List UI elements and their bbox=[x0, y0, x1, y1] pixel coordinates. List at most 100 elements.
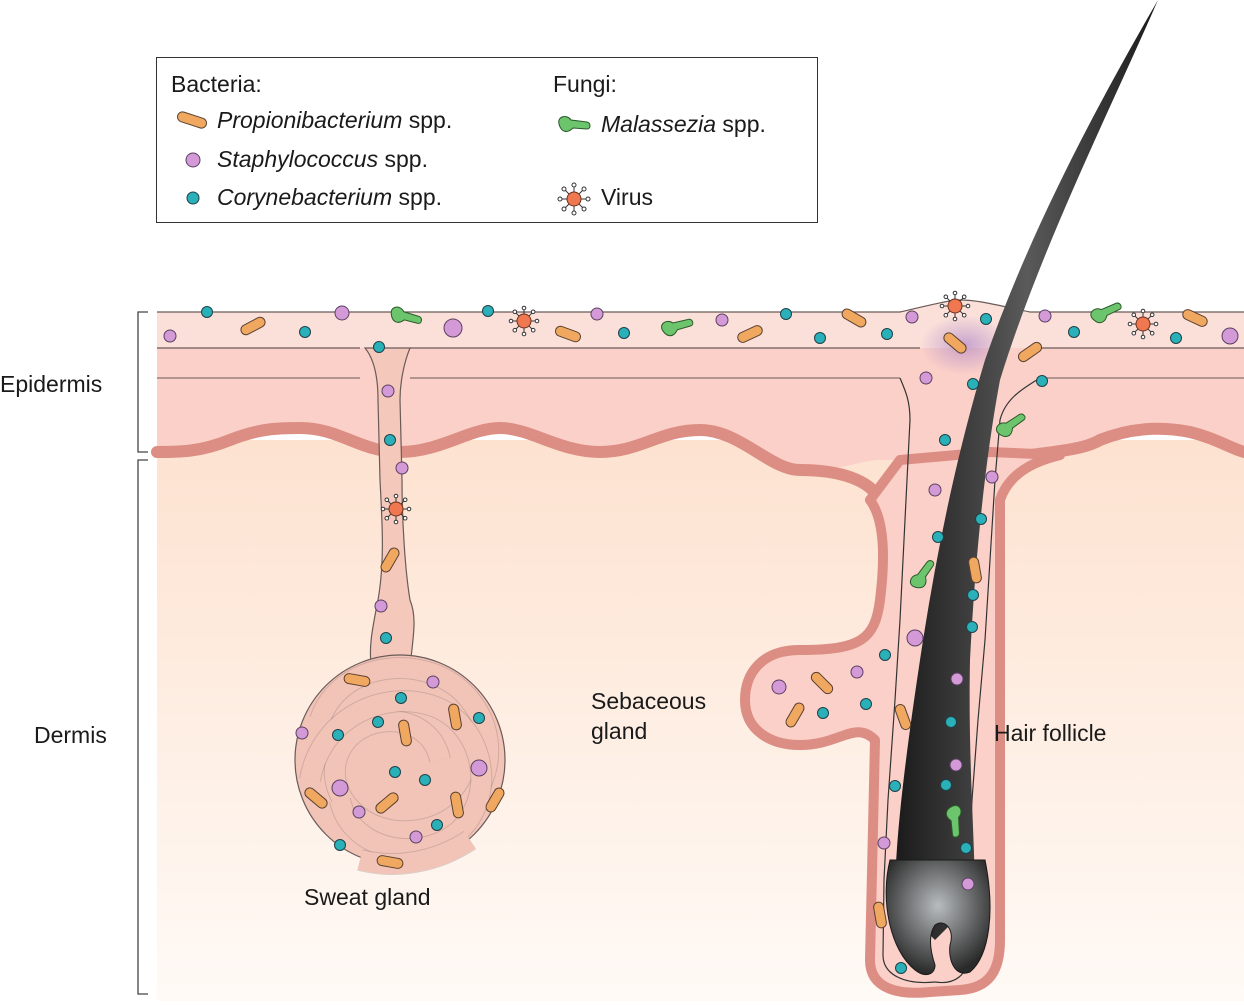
virus-icon bbox=[380, 493, 412, 525]
legend-item-propionibacterium: Propionibacterium spp. bbox=[217, 107, 453, 133]
rod-bacterium-icon bbox=[841, 308, 867, 328]
coryne-bacterium-icon bbox=[1036, 375, 1048, 387]
coryne-bacterium-icon bbox=[940, 779, 952, 791]
yeast-fungus-icon bbox=[390, 306, 422, 324]
coryne-bacterium-icon bbox=[373, 341, 385, 353]
rod-bacterium-icon bbox=[485, 787, 505, 813]
coccus-bacterium-icon bbox=[850, 665, 864, 679]
coccus-bacterium-icon bbox=[163, 329, 177, 343]
coccus-bacterium-icon bbox=[374, 599, 388, 613]
stratum-corneum bbox=[157, 300, 1244, 348]
rod-bacterium-icon bbox=[398, 719, 412, 747]
rod-bacterium-icon bbox=[943, 332, 967, 354]
rod-bacterium-icon bbox=[894, 703, 912, 731]
coccus-bacterium-icon bbox=[409, 830, 423, 844]
coryne-bacterium-icon bbox=[473, 712, 485, 724]
dermis-bracket bbox=[137, 459, 148, 995]
rod-bacterium-icon bbox=[304, 787, 328, 809]
coccus-bacterium-icon bbox=[961, 877, 975, 891]
rod-bacterium-icon bbox=[1017, 341, 1043, 363]
coccus-bacterium-icon bbox=[295, 726, 309, 740]
coryne-bacterium-icon bbox=[334, 839, 346, 851]
rod-bacterium-icon bbox=[448, 703, 462, 731]
rod-bacterium-icon bbox=[240, 316, 266, 336]
coccus-bacterium-icon bbox=[715, 313, 729, 327]
coryne-bacterium-icon bbox=[817, 707, 829, 719]
dermo-epidermal-junction bbox=[151, 421, 886, 506]
coryne-bacterium-icon bbox=[881, 328, 893, 340]
sweat-gland-label: Sweat gland bbox=[304, 884, 431, 910]
coccus-bacterium-icon bbox=[949, 758, 963, 772]
coccus-bacterium-icon bbox=[906, 629, 924, 647]
coryne-bacterium-icon bbox=[186, 191, 200, 205]
follicle-inner-wall bbox=[882, 377, 936, 984]
coryne-bacterium-icon bbox=[980, 313, 992, 325]
coryne-bacterium-icon bbox=[332, 729, 344, 741]
coryne-bacterium-icon bbox=[945, 716, 957, 728]
coccus-bacterium-icon bbox=[443, 318, 463, 338]
coryne-bacterium-icon bbox=[889, 780, 901, 792]
coccus-bacterium-icon bbox=[334, 305, 350, 321]
yeast-fungus-icon bbox=[945, 805, 962, 838]
coccus-bacterium-icon bbox=[950, 672, 964, 686]
coccus-bacterium-icon bbox=[1038, 309, 1052, 323]
yeast-fungus-icon bbox=[909, 560, 935, 589]
coryne-bacterium-icon bbox=[384, 434, 396, 446]
coccus-bacterium-icon bbox=[381, 384, 395, 398]
rod-bacterium-icon bbox=[1182, 309, 1208, 327]
coryne-bacterium-icon bbox=[966, 621, 978, 633]
legend-item-malassezia: Malassezia spp. bbox=[601, 111, 766, 137]
rod-bacterium-icon bbox=[810, 671, 834, 695]
coryne-bacterium-icon bbox=[960, 842, 972, 854]
coccus-bacterium-icon bbox=[919, 371, 933, 385]
virus-icon bbox=[939, 290, 971, 322]
coryne-bacterium-icon bbox=[419, 774, 431, 786]
virus-icon bbox=[508, 305, 540, 337]
coccus-bacterium-icon bbox=[928, 483, 942, 497]
coryne-bacterium-icon bbox=[879, 649, 891, 661]
coryne-bacterium-icon bbox=[939, 434, 951, 446]
rod-bacterium-icon bbox=[343, 673, 371, 687]
virus-icon bbox=[557, 182, 591, 216]
sebaceous-gland-label-line2: gland bbox=[591, 718, 648, 744]
coryne-bacterium-icon bbox=[372, 716, 384, 728]
coccus-bacterium-icon bbox=[590, 307, 604, 321]
epidermis-bracket bbox=[137, 311, 148, 453]
rod-bacterium-icon bbox=[968, 556, 982, 584]
rod-bacterium-icon bbox=[450, 791, 464, 819]
rod-bacterium-icon bbox=[873, 901, 887, 929]
yeast-fungus-icon bbox=[661, 318, 694, 337]
dermis-label: Dermis bbox=[34, 722, 107, 748]
legend-item-virus: Virus bbox=[601, 184, 653, 210]
coryne-bacterium-icon bbox=[967, 589, 979, 601]
legend-item-corynebacterium: Corynebacterium spp. bbox=[217, 184, 443, 210]
coccus-bacterium-icon bbox=[985, 470, 999, 484]
rod-bacterium-icon bbox=[785, 702, 805, 728]
coryne-bacterium-icon bbox=[932, 531, 944, 543]
yeast-fungus-icon bbox=[1090, 302, 1122, 324]
coccus-bacterium-icon bbox=[771, 679, 787, 695]
sweat-gland-coil bbox=[294, 654, 506, 875]
rod-bacterium-icon bbox=[376, 855, 404, 869]
coryne-bacterium-icon bbox=[780, 308, 792, 320]
coryne-bacterium-icon bbox=[482, 305, 494, 317]
coryne-bacterium-icon bbox=[389, 766, 401, 778]
legend: Bacteria: Fungi: Propionibacterium spp. … bbox=[156, 57, 818, 223]
sebaceous-gland-label: Sebaceous bbox=[591, 688, 707, 714]
follicle-inner-wall-right bbox=[934, 377, 1041, 984]
rod-bacterium-icon bbox=[737, 325, 763, 343]
coccus-bacterium-icon bbox=[352, 805, 366, 819]
coryne-bacterium-icon bbox=[975, 513, 987, 525]
coccus-bacterium-icon bbox=[331, 779, 349, 797]
rod-bacterium-icon bbox=[380, 547, 400, 573]
legend-fungi-heading: Fungi: bbox=[553, 71, 617, 97]
yeast-fungus-icon bbox=[996, 413, 1026, 437]
epidermis-label: Epidermis bbox=[0, 371, 103, 397]
coccus-bacterium-icon bbox=[395, 461, 409, 475]
rod-bacterium-icon bbox=[554, 325, 582, 343]
rod-bacterium-icon bbox=[375, 792, 399, 814]
coccus-bacterium-icon bbox=[877, 836, 891, 850]
coryne-bacterium-icon bbox=[895, 962, 907, 974]
yeast-fungus-icon bbox=[558, 116, 591, 132]
coccus-bacterium-icon bbox=[185, 152, 201, 168]
